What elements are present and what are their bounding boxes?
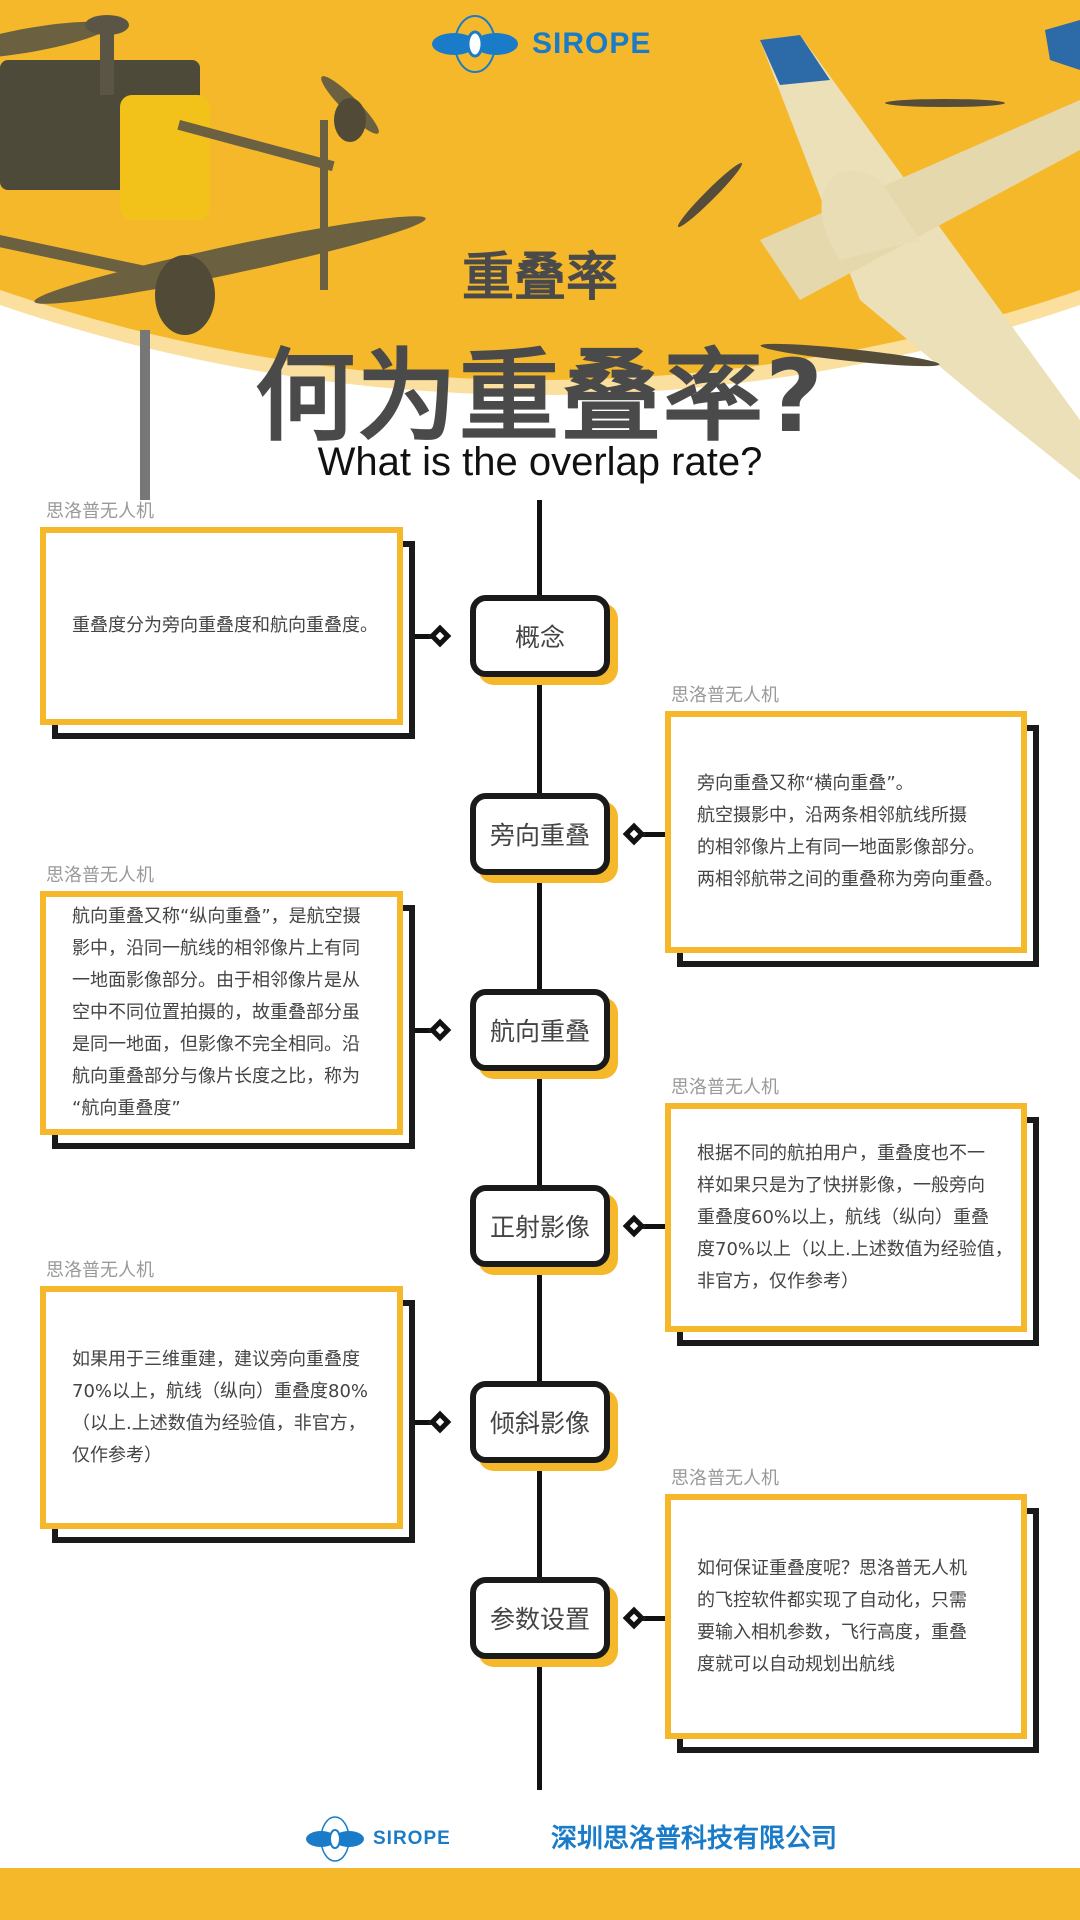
card-label: 思洛普无人机 [46, 1260, 154, 1281]
company-name: 深圳思洛普科技有限公司 [551, 1824, 838, 1854]
connector-line [640, 832, 665, 837]
info-card: 根据不同的航拍用户，重叠度也不一 样如果只是为了快拼影像，一般旁向 重叠度60%… [665, 1103, 1027, 1332]
timeline-line [537, 500, 542, 1790]
card-label: 思洛普无人机 [671, 1468, 779, 1489]
timeline-node-4[interactable]: 正射影像 [470, 1185, 610, 1267]
card-text: 根据不同的航拍用户，重叠度也不一 样如果只是为了快拼影像，一般旁向 重叠度60%… [697, 1142, 1013, 1292]
card-label: 思洛普无人机 [46, 865, 154, 886]
footer-logo: SIROPE [305, 1815, 451, 1863]
card-text: 如何保证重叠度呢？思洛普无人机 的飞控软件都实现了自动化，只需 要输入相机参数，… [697, 1557, 967, 1675]
card-label: 思洛普无人机 [671, 685, 779, 706]
timeline-node-5[interactable]: 倾斜影像 [470, 1381, 610, 1463]
page-title-english: What is the overlap rate? [317, 440, 763, 484]
card-label: 思洛普无人机 [46, 501, 154, 522]
connector-line [415, 634, 432, 639]
page-title: 何为重叠率? [254, 338, 825, 455]
footer-logo-text: SIROPE [373, 1828, 451, 1849]
multirotor-drone-image [0, 15, 426, 500]
sirope-logo: SIROPE [430, 14, 651, 74]
card-text: 旁向重叠又称“横向重叠”。 航空摄影中，沿两条相邻航线所摄 的相邻像片上有同一地… [697, 773, 1003, 890]
timeline-node-1[interactable]: 概念 [470, 595, 610, 677]
connector-line [415, 1420, 432, 1425]
card-label: 思洛普无人机 [671, 1077, 779, 1098]
timeline-node-2[interactable]: 旁向重叠 [470, 793, 610, 875]
drone-illustrations [0, 0, 1080, 500]
page-subtitle: 重叠率 [461, 248, 618, 308]
info-card: 航向重叠又称“纵向重叠”，是航空摄 影中，沿同一航线的相邻像片上有同 一地面影像… [40, 891, 403, 1135]
info-card: 重叠度分为旁向重叠度和航向重叠度。 [40, 527, 403, 725]
footer-band [0, 1868, 1080, 1920]
timeline-node-6[interactable]: 参数设置 [470, 1577, 610, 1659]
info-card: 如何保证重叠度呢？思洛普无人机 的飞控软件都实现了自动化，只需 要输入相机参数，… [665, 1494, 1027, 1739]
connector-diamond-icon [428, 1410, 452, 1434]
connector-diamond-icon [428, 1018, 452, 1042]
connector-diamond-icon [428, 624, 452, 648]
connector-line [640, 1616, 665, 1621]
card-text: 航向重叠又称“纵向重叠”，是航空摄 影中，沿同一航线的相邻像片上有同 一地面影像… [72, 906, 361, 1119]
sirope-emblem-icon [432, 15, 518, 73]
fixed-wing-drone-image [677, 20, 1080, 480]
connector-diamond-icon [622, 1214, 646, 1238]
connector-diamond-icon [622, 1606, 646, 1630]
timeline-node-3[interactable]: 航向重叠 [470, 989, 610, 1071]
card-text: 重叠度分为旁向重叠度和航向重叠度。 [72, 615, 378, 636]
connector-line [415, 1028, 432, 1033]
info-card: 如果用于三维重建，建议旁向重叠度 70%以上，航线（纵向）重叠度80% （以上.… [40, 1286, 403, 1529]
info-card: 旁向重叠又称“横向重叠”。 航空摄影中，沿两条相邻航线所摄 的相邻像片上有同一地… [665, 711, 1027, 953]
card-text: 如果用于三维重建，建议旁向重叠度 70%以上，航线（纵向）重叠度80% （以上.… [72, 1348, 369, 1466]
logo-text: SIROPE [532, 27, 652, 60]
sirope-emblem-icon [306, 1816, 364, 1862]
connector-diamond-icon [622, 822, 646, 846]
connector-line [640, 1224, 665, 1229]
